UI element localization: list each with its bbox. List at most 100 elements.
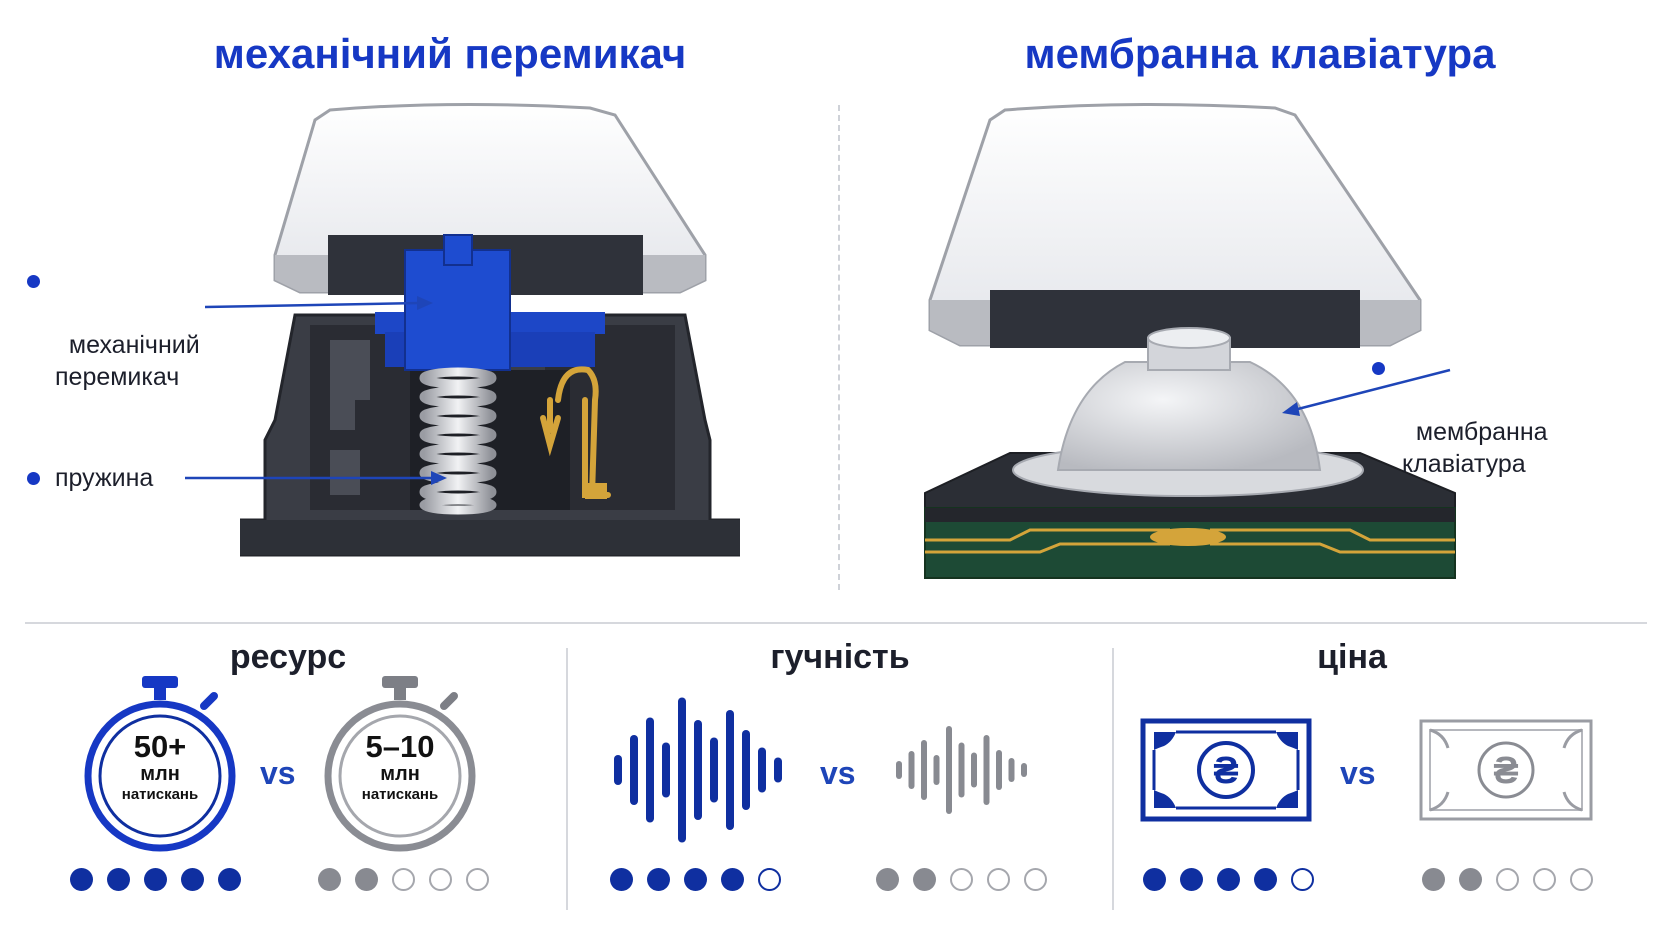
resource-right-value: 5–10 млн натискань <box>340 730 460 804</box>
rating-dot-empty <box>1570 868 1593 891</box>
wave-bar <box>614 755 622 785</box>
callout-membrane-arrow <box>1282 368 1451 416</box>
wave-bar <box>758 747 766 793</box>
vs-label: vs <box>260 755 296 791</box>
rating-dot-filled <box>70 868 93 891</box>
wave-bar <box>726 710 734 830</box>
title-membrane: мембранна клавіатура <box>1024 30 1496 77</box>
stopwatch-icon <box>324 676 476 852</box>
wave-bar <box>1008 758 1015 782</box>
wave-bar <box>896 761 902 779</box>
wave-bar <box>983 735 990 805</box>
rating-dots <box>610 868 781 891</box>
resource-left-num: 50+ <box>133 729 187 764</box>
rating-dots <box>1143 868 1314 891</box>
resource-right-unit: млн <box>380 763 420 785</box>
wave-bar <box>678 697 686 843</box>
rating-dot-filled <box>1254 868 1277 891</box>
wave-bar <box>908 751 915 789</box>
rating-dot-empty <box>987 868 1010 891</box>
rating-dot-empty <box>1496 868 1519 891</box>
rating-dot-empty <box>1533 868 1556 891</box>
rating-dot-filled <box>1422 868 1445 891</box>
rating-dots <box>70 868 241 891</box>
wave-bar <box>630 735 638 805</box>
rating-dot-empty <box>758 868 781 891</box>
spring <box>419 367 497 515</box>
section-separator <box>25 622 1647 624</box>
rating-dot-filled <box>107 868 130 891</box>
rating-dot-filled <box>1459 868 1482 891</box>
callout-membrane: мембранна клавіатура <box>1372 352 1662 480</box>
rating-dot-empty <box>392 868 415 891</box>
rating-dot-filled <box>610 868 633 891</box>
banknote-hryvnia-icon <box>1140 718 1312 822</box>
rating-dots <box>876 868 1047 891</box>
metric-title-price: ціна <box>1317 638 1387 676</box>
callout-switch-label: механічний перемикач <box>55 331 200 391</box>
sound-wave-icon <box>896 726 1027 814</box>
callout-spring-arrow <box>185 471 447 485</box>
wave-bar <box>971 752 977 788</box>
rating-dot-empty <box>466 868 489 891</box>
resource-left-sub: натискань <box>121 786 199 803</box>
rating-dot-filled <box>876 868 899 891</box>
callout-dot <box>1372 362 1385 375</box>
mechanical-switch-illustration <box>240 102 740 557</box>
currency-symbol: ₴ <box>1493 750 1519 792</box>
wave-bar <box>996 750 1002 790</box>
rating-dot-filled <box>647 868 670 891</box>
rating-dot-empty <box>1024 868 1047 891</box>
rating-dot-filled <box>318 868 341 891</box>
switch-stem <box>375 234 605 371</box>
metric-divider <box>1112 648 1114 910</box>
membrane-illustration <box>924 102 1456 579</box>
rating-dot-filled <box>181 868 204 891</box>
metric-title-resource: ресурс <box>229 638 347 676</box>
callout-dot <box>27 275 40 288</box>
rating-dot-empty <box>950 868 973 891</box>
callout-switch-arrow <box>205 296 433 310</box>
stopwatch-icon <box>84 676 236 852</box>
rating-dot-filled <box>144 868 167 891</box>
resource-left-value: 50+ млн натискань <box>100 730 220 804</box>
vs-label: vs <box>820 755 856 791</box>
callout-spring: пружина <box>27 462 255 494</box>
vs-label: vs <box>1340 755 1376 791</box>
rating-dot-filled <box>1217 868 1240 891</box>
title-mechanical: механічний перемикач <box>213 30 687 77</box>
currency-symbol: ₴ <box>1213 750 1239 792</box>
rating-dot-empty <box>429 868 452 891</box>
rating-dot-filled <box>355 868 378 891</box>
sound-wave-icon <box>614 697 782 843</box>
callout-switch: механічний перемикач <box>27 265 255 393</box>
banknote-hryvnia-icon <box>1419 719 1593 821</box>
wave-bar <box>946 726 952 814</box>
callout-membrane-label: мембранна клавіатура <box>1402 418 1548 478</box>
metric-divider <box>566 648 568 910</box>
metric-title-loudness: гучність <box>770 638 910 676</box>
keycap-mechanical <box>273 102 707 295</box>
wave-bar <box>694 720 702 820</box>
wave-bar <box>921 740 927 800</box>
keycap-membrane <box>928 102 1422 348</box>
rubber-dome <box>1012 327 1364 497</box>
rating-dot-filled <box>913 868 936 891</box>
wave-bar <box>710 737 718 803</box>
callout-spring-label: пружина <box>55 464 154 492</box>
resource-right-sub: натискань <box>361 786 439 803</box>
wave-bar <box>958 742 965 798</box>
callout-dot <box>27 472 40 485</box>
center-divider <box>838 105 840 590</box>
rating-dots <box>1422 868 1593 891</box>
wave-bar <box>662 742 670 798</box>
rating-dot-empty <box>1291 868 1314 891</box>
pcb-board <box>924 507 1456 579</box>
rating-dot-filled <box>1143 868 1166 891</box>
rating-dot-filled <box>721 868 744 891</box>
wave-bar <box>774 757 782 783</box>
rating-dot-filled <box>218 868 241 891</box>
resource-right-num: 5–10 <box>365 729 435 764</box>
wave-bar <box>933 755 940 785</box>
resource-left-unit: млн <box>140 763 180 785</box>
